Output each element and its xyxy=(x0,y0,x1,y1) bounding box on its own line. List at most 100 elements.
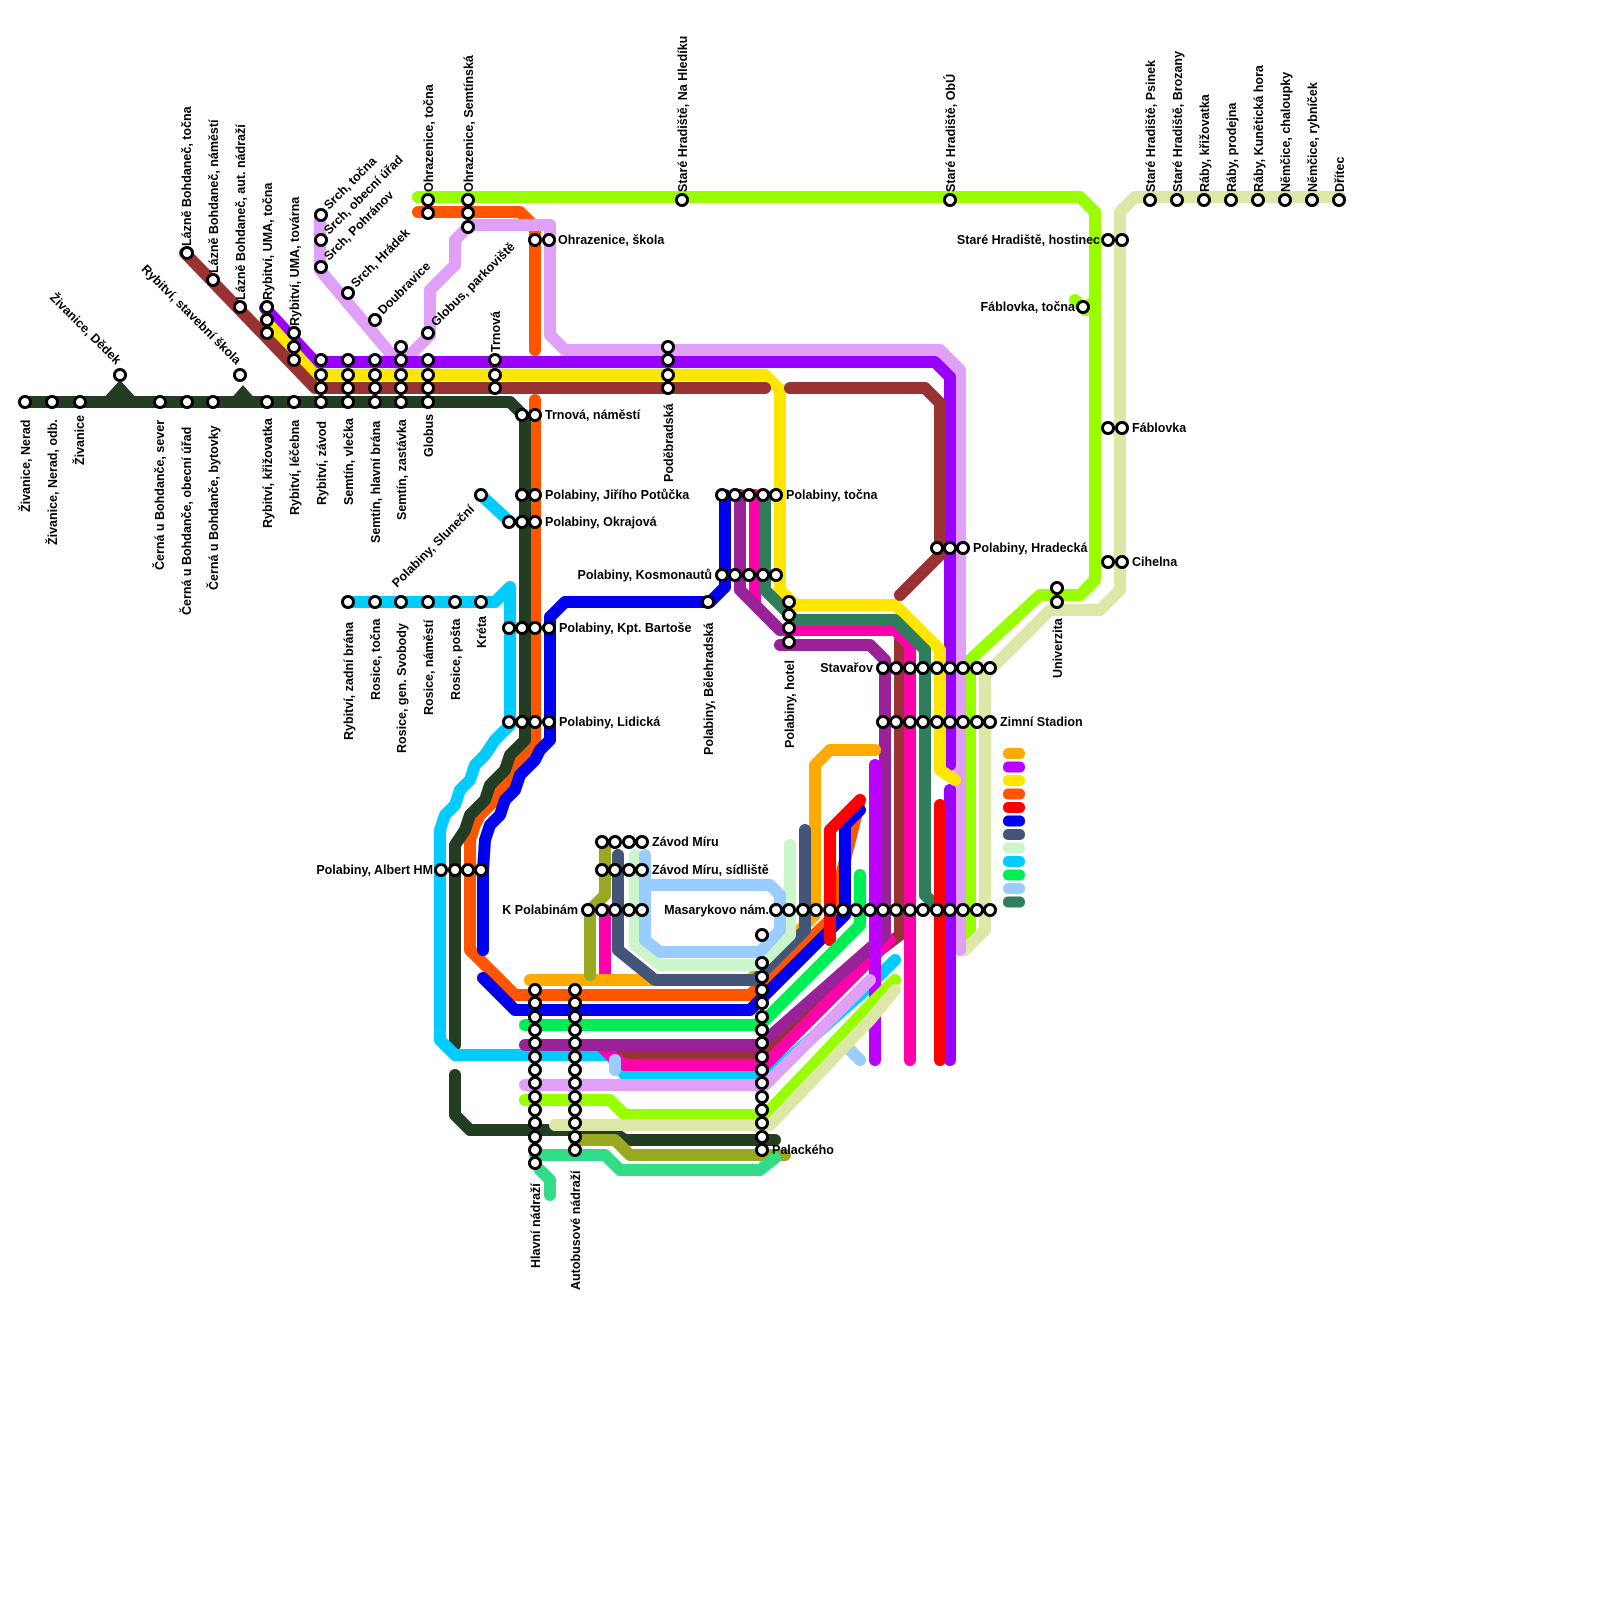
station-marker[interactable] xyxy=(528,1090,542,1104)
station-marker[interactable] xyxy=(769,903,783,917)
station-marker[interactable] xyxy=(930,541,944,555)
station-marker[interactable] xyxy=(206,395,220,409)
station-marker[interactable] xyxy=(528,621,542,635)
station-marker[interactable] xyxy=(368,595,382,609)
station-marker[interactable] xyxy=(661,381,675,395)
station-marker[interactable] xyxy=(488,381,502,395)
station-marker[interactable] xyxy=(528,1156,542,1170)
station-marker[interactable] xyxy=(474,488,488,502)
station-marker[interactable] xyxy=(970,903,984,917)
station-marker[interactable] xyxy=(45,395,59,409)
station-marker[interactable] xyxy=(568,983,582,997)
station-marker[interactable] xyxy=(755,983,769,997)
station-marker[interactable] xyxy=(421,595,435,609)
station-marker[interactable] xyxy=(622,835,636,849)
station-marker[interactable] xyxy=(1076,300,1090,314)
station-marker[interactable] xyxy=(568,1116,582,1130)
station-marker[interactable] xyxy=(421,206,435,220)
station-marker[interactable] xyxy=(608,863,622,877)
station-marker[interactable] xyxy=(341,286,355,300)
station-marker[interactable] xyxy=(983,715,997,729)
station-marker[interactable] xyxy=(568,1050,582,1064)
station-marker[interactable] xyxy=(314,381,328,395)
station-marker[interactable] xyxy=(421,395,435,409)
station-marker[interactable] xyxy=(1050,595,1064,609)
station-marker[interactable] xyxy=(394,368,408,382)
station-marker[interactable] xyxy=(287,326,301,340)
station-marker[interactable] xyxy=(341,395,355,409)
station-marker[interactable] xyxy=(287,395,301,409)
station-marker[interactable] xyxy=(568,1130,582,1144)
station-marker[interactable] xyxy=(528,233,542,247)
station-marker[interactable] xyxy=(1224,193,1238,207)
station-marker[interactable] xyxy=(314,353,328,367)
station-marker[interactable] xyxy=(728,568,742,582)
station-marker[interactable] xyxy=(755,1076,769,1090)
station-marker[interactable] xyxy=(701,595,715,609)
station-marker[interactable] xyxy=(528,1143,542,1157)
station-marker[interactable] xyxy=(983,661,997,675)
station-marker[interactable] xyxy=(863,903,877,917)
station-marker[interactable] xyxy=(930,661,944,675)
station-marker[interactable] xyxy=(876,715,890,729)
station-marker[interactable] xyxy=(715,568,729,582)
station-marker[interactable] xyxy=(970,661,984,675)
station-marker[interactable] xyxy=(502,515,516,529)
station-marker[interactable] xyxy=(595,835,609,849)
station-marker[interactable] xyxy=(528,1023,542,1037)
station-marker[interactable] xyxy=(755,1130,769,1144)
station-marker[interactable] xyxy=(1251,193,1265,207)
station-marker[interactable] xyxy=(661,368,675,382)
station-marker[interactable] xyxy=(287,340,301,354)
station-marker[interactable] xyxy=(260,395,274,409)
station-marker[interactable] xyxy=(930,715,944,729)
station-marker[interactable] xyxy=(314,233,328,247)
station-marker[interactable] xyxy=(889,715,903,729)
station-marker[interactable] xyxy=(528,1050,542,1064)
station-marker[interactable] xyxy=(755,1036,769,1050)
station-marker[interactable] xyxy=(782,608,796,622)
station-marker[interactable] xyxy=(448,595,462,609)
station-marker[interactable] xyxy=(755,1050,769,1064)
station-marker[interactable] xyxy=(581,903,595,917)
station-marker[interactable] xyxy=(488,368,502,382)
station-marker[interactable] xyxy=(542,715,556,729)
station-marker[interactable] xyxy=(368,395,382,409)
station-marker[interactable] xyxy=(394,353,408,367)
station-marker[interactable] xyxy=(916,661,930,675)
station-marker[interactable] xyxy=(943,541,957,555)
station-marker[interactable] xyxy=(314,208,328,222)
station-marker[interactable] xyxy=(943,661,957,675)
station-marker[interactable] xyxy=(368,313,382,327)
station-marker[interactable] xyxy=(622,863,636,877)
station-marker[interactable] xyxy=(1101,555,1115,569)
station-marker[interactable] xyxy=(341,595,355,609)
station-marker[interactable] xyxy=(421,193,435,207)
station-marker[interactable] xyxy=(568,1090,582,1104)
station-marker[interactable] xyxy=(1101,421,1115,435)
station-marker[interactable] xyxy=(568,1143,582,1157)
station-marker[interactable] xyxy=(314,260,328,274)
station-marker[interactable] xyxy=(260,326,274,340)
station-marker[interactable] xyxy=(1115,421,1129,435)
station-marker[interactable] xyxy=(876,903,890,917)
station-marker[interactable] xyxy=(515,515,529,529)
station-marker[interactable] xyxy=(809,903,823,917)
station-marker[interactable] xyxy=(769,568,783,582)
station-marker[interactable] xyxy=(528,1036,542,1050)
station-marker[interactable] xyxy=(796,903,810,917)
station-marker[interactable] xyxy=(1170,193,1184,207)
station-marker[interactable] xyxy=(528,1103,542,1117)
station-marker[interactable] xyxy=(515,621,529,635)
station-marker[interactable] xyxy=(206,273,220,287)
station-marker[interactable] xyxy=(180,395,194,409)
station-marker[interactable] xyxy=(528,715,542,729)
station-marker[interactable] xyxy=(461,193,475,207)
station-marker[interactable] xyxy=(755,970,769,984)
station-marker[interactable] xyxy=(675,193,689,207)
station-marker[interactable] xyxy=(568,1023,582,1037)
station-marker[interactable] xyxy=(903,715,917,729)
station-marker[interactable] xyxy=(661,353,675,367)
station-marker[interactable] xyxy=(314,395,328,409)
station-marker[interactable] xyxy=(421,353,435,367)
